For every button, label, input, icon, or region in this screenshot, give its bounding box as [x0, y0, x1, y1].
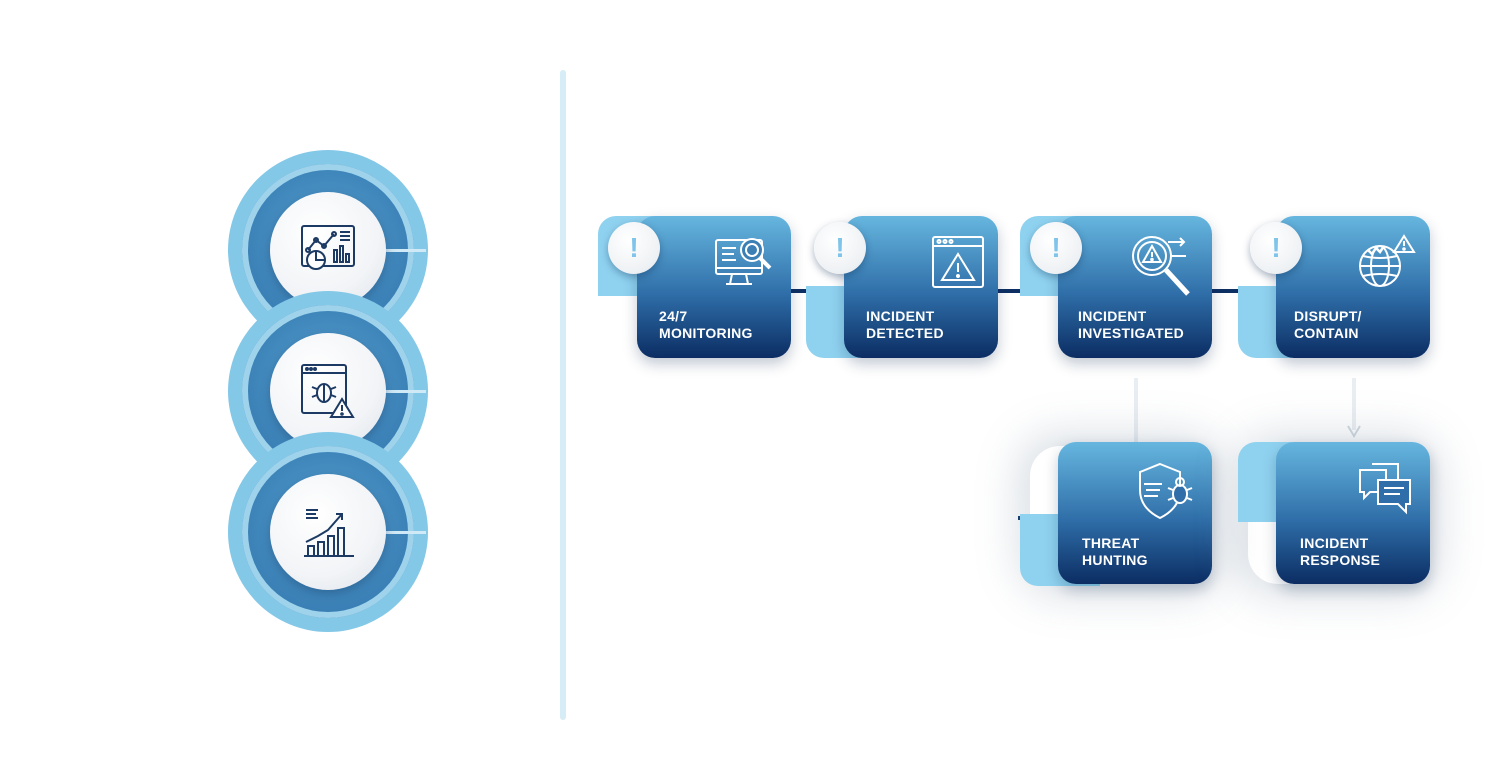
step-label-line1: DISRUPT/ — [1294, 308, 1362, 324]
step-label-line1: INCIDENT — [1300, 535, 1369, 551]
step-card — [1058, 216, 1212, 358]
bug-alert-window-icon — [301, 364, 355, 418]
step-label-line1: THREAT — [1082, 535, 1140, 551]
step-label-line2: RESPONSE — [1300, 552, 1381, 568]
flow-connector-main — [598, 289, 1404, 293]
connector-to-threat-hunting — [1134, 378, 1138, 442]
alert-badge: ! — [814, 222, 866, 274]
alert-badge: ! — [1030, 222, 1082, 274]
step-card — [637, 216, 791, 358]
step-label-line1: INCIDENT — [1078, 308, 1147, 324]
step-label-line2: HUNTING — [1082, 552, 1148, 568]
analytics-dashboard-icon — [301, 225, 355, 270]
step-label-line2: INVESTIGATED — [1078, 325, 1185, 341]
step-label-line2: MONITORING — [659, 325, 753, 341]
step-label-line2: CONTAIN — [1294, 325, 1359, 341]
step-label-line1: INCIDENT — [866, 308, 935, 324]
step-card — [1276, 216, 1430, 358]
step-label-line1: 24/7 — [659, 308, 688, 324]
connector-to-incident-response — [1352, 378, 1356, 430]
ring-growth — [228, 432, 428, 632]
warning-window-icon — [932, 236, 984, 288]
magnifier-alert-icon — [1132, 236, 1190, 296]
shield-bug-icon — [1139, 462, 1193, 520]
step-card — [1058, 442, 1212, 584]
section-divider — [560, 70, 566, 720]
arrow-down-icon — [1347, 425, 1361, 438]
alert-badge: ! — [608, 222, 660, 274]
growth-chart-icon — [304, 509, 354, 557]
chat-bubbles-icon — [1359, 463, 1411, 515]
step-label-line2: DETECTED — [866, 325, 944, 341]
step-card — [1276, 442, 1430, 584]
monitor-magnifier-icon — [715, 238, 772, 285]
globe-alert-icon — [1359, 234, 1416, 287]
alert-badge: ! — [1250, 222, 1302, 274]
